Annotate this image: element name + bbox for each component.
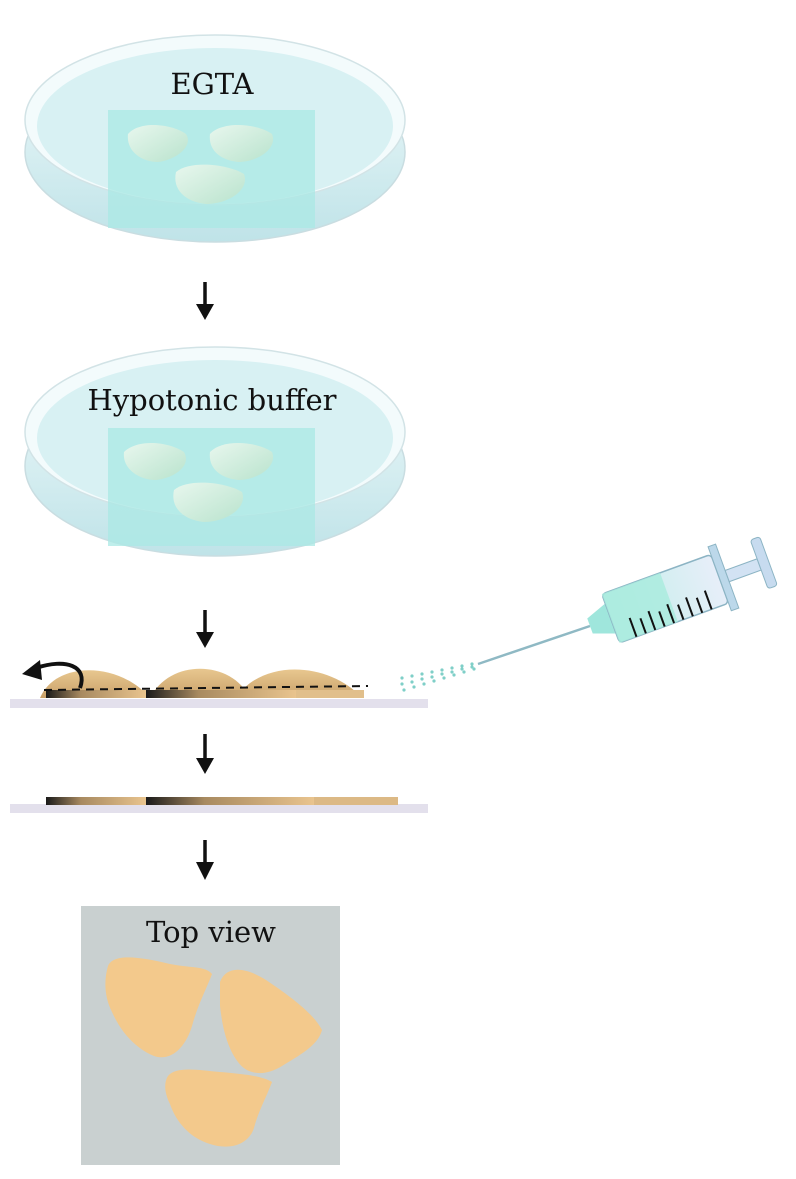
- tissue-slice: [146, 690, 296, 698]
- petri-dish-icon: EGTA: [24, 34, 406, 243]
- spray-icon: [400, 662, 476, 692]
- tissue-section-topview: [105, 957, 212, 1058]
- glass-slide: [10, 699, 428, 708]
- tissue-section-topview: [165, 1069, 272, 1147]
- tissue-slice: [146, 797, 314, 805]
- tissue-piece: [127, 124, 188, 162]
- cut-line-icon: [43, 685, 369, 691]
- tissue-section-topview: [220, 969, 322, 1074]
- tissue-piece: [173, 482, 244, 522]
- tissue-slice: [314, 797, 398, 805]
- tissue-piece: [209, 124, 274, 162]
- top-view-panel: Top view: [81, 906, 340, 1165]
- curved-arrow-icon: [22, 660, 84, 689]
- tissue-slice: [296, 690, 364, 698]
- tissue-piece: [209, 442, 274, 480]
- down-arrow-icon: [196, 840, 214, 880]
- tissue-slice: [46, 797, 146, 805]
- petri-dish-icon: Hypotonic buffer: [24, 346, 406, 557]
- topview-label: Top view: [146, 915, 276, 949]
- dish-label-egta: EGTA: [170, 67, 254, 101]
- tissue-piece: [123, 442, 186, 480]
- tissue-slice: [46, 690, 146, 698]
- glass-slide: [10, 804, 428, 813]
- down-arrow-icon: [196, 610, 214, 648]
- slice-on-slide: [10, 797, 428, 813]
- down-arrow-icon: [196, 734, 214, 774]
- syringe-icon: [400, 536, 778, 692]
- dish-label-hypotonic-buffer: Hypotonic buffer: [87, 383, 336, 417]
- tissue-piece: [175, 164, 246, 204]
- sectioning-step: [10, 660, 428, 708]
- down-arrow-icon: [196, 282, 214, 320]
